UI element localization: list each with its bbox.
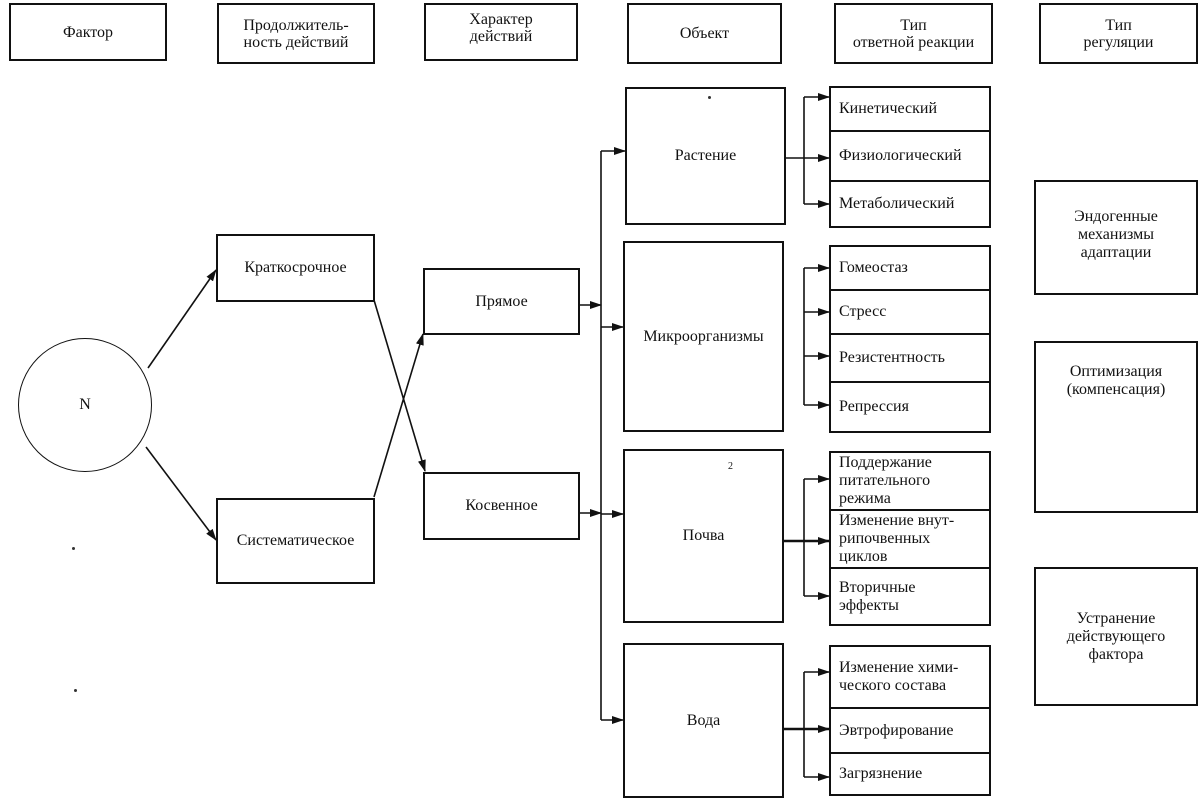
object-plant: Растение	[625, 87, 786, 225]
scan-speck	[72, 547, 75, 550]
arrow-n-short	[147, 269, 217, 369]
scan-speck	[74, 689, 77, 692]
object-soil: Почва 2	[623, 449, 784, 623]
regulation-elimination: Устранение действующего фактора	[1034, 567, 1198, 706]
soil-mark: 2	[728, 461, 733, 472]
micro-response-resistance: Резистентность	[829, 333, 991, 383]
object-water: Вода	[623, 643, 784, 798]
scan-speck	[708, 96, 711, 99]
arrow-n-systematic	[145, 446, 217, 541]
object-soil-label: Почва	[682, 527, 725, 544]
micro-response-repression: Репрессия	[829, 381, 991, 433]
factor-node: N	[18, 338, 152, 472]
soil-response-cycles: Изменение внут- рипочвенных циклов	[829, 509, 991, 569]
header-character: Характер действий	[424, 3, 578, 61]
duration-short: Краткосрочное	[216, 234, 375, 302]
duration-systematic: Систематическое	[216, 498, 375, 584]
water-response-pollution: Загрязнение	[829, 752, 991, 796]
soil-response-secondary: Вторичные эффекты	[829, 567, 991, 626]
arrow-systematic-direct	[373, 333, 424, 498]
micro-response-stress: Стресс	[829, 289, 991, 335]
plant-response-kinetic: Кинетический	[829, 86, 991, 132]
arrow-short-indirect	[373, 299, 426, 472]
character-indirect: Косвенное	[423, 472, 580, 540]
plant-response-metabolic: Метаболический	[829, 180, 991, 228]
header-regulation: Тип регуляции	[1039, 3, 1198, 64]
regulation-endogenous: Эндогенные механизмы адаптации	[1034, 180, 1198, 295]
header-response: Тип ответной реакции	[834, 3, 993, 64]
header-duration: Продолжитель- ность действий	[217, 3, 375, 64]
plant-response-physiological: Физиологический	[829, 130, 991, 182]
water-response-chemistry: Изменение хими- ческого состава	[829, 645, 991, 709]
micro-response-homeostasis: Гомеостаз	[829, 245, 991, 291]
regulation-optimization: Оптимизация (компенсация)	[1034, 341, 1198, 513]
header-object: Объект	[627, 3, 782, 64]
header-factor: Фактор	[9, 3, 167, 61]
character-direct: Прямое	[423, 268, 580, 335]
soil-response-nutrition: Поддержание питательного режима	[829, 451, 991, 511]
object-microorganisms: Микроорганизмы	[623, 241, 784, 432]
water-response-eutrophication: Эвтрофирование	[829, 707, 991, 754]
